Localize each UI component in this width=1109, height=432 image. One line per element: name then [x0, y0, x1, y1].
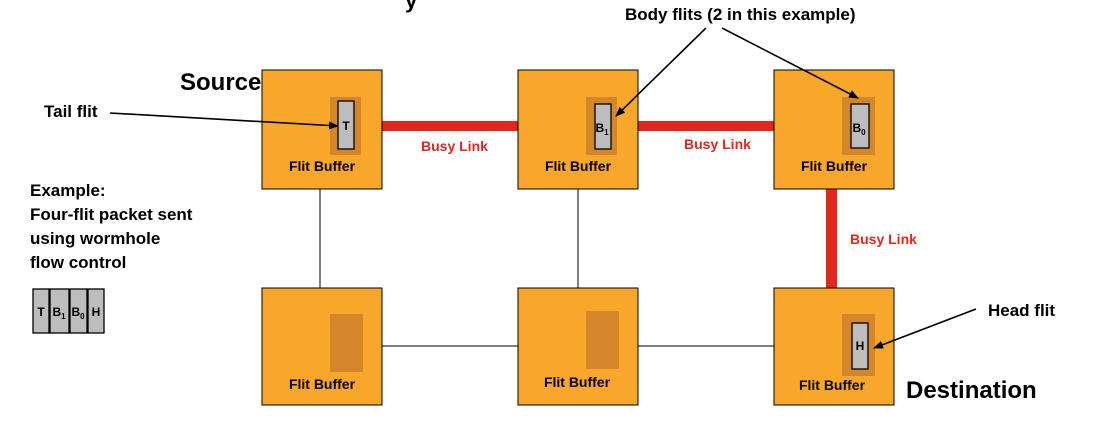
example-line-4: flow control — [30, 253, 126, 272]
svg-text:B1: B1 — [595, 121, 609, 137]
svg-text:H: H — [856, 339, 865, 353]
router-r2: B1 Flit Buffer — [517, 69, 639, 190]
flit-buffer-label-r2: Flit Buffer — [545, 158, 612, 174]
tail-flit-label: Tail flit — [44, 102, 98, 121]
packet-flit-letter-3: H — [92, 305, 101, 319]
packet-flit-sub-2: 0 — [80, 312, 85, 321]
example-line-1: Example: — [30, 181, 106, 200]
packet-flit-1 — [49, 288, 70, 334]
svg-text:T: T — [342, 119, 350, 133]
busy-link-label-2: Busy Link — [684, 136, 751, 152]
flit-buffer-label-r1: Flit Buffer — [289, 158, 356, 174]
svg-text:T: T — [37, 305, 45, 319]
svg-text:B0: B0 — [852, 121, 866, 137]
buffer-slot-r5 — [586, 311, 619, 369]
tail-flit-arrow — [109, 112, 339, 130]
flit-r3 — [850, 103, 870, 149]
router-r5: Flit Buffer — [517, 287, 639, 406]
body-flits-label: Body flits (2 in this example) — [625, 5, 856, 24]
head-flit-label: Head flit — [988, 301, 1055, 320]
head-flit-arrow — [873, 308, 977, 349]
flit-buffer-label-r6: Flit Buffer — [799, 377, 866, 393]
packet-flit-sub-1: 1 — [61, 312, 66, 321]
example-caption: Example: Four-flit packet sent using wor… — [30, 181, 193, 272]
flit-letter-r2: B — [595, 121, 604, 135]
busy-link-r1-r2 — [382, 121, 518, 131]
busy-link-r2-r3 — [638, 121, 774, 131]
packet-flits: T B1 B0 H — [32, 288, 105, 334]
destination-label: Destination — [906, 377, 1037, 404]
flit-letter-r6: H — [856, 339, 865, 353]
packet-flit-2 — [69, 288, 88, 334]
busy-link-label-1: Busy Link — [421, 138, 488, 154]
router-r4: Flit Buffer — [261, 287, 383, 406]
flit-r6 — [851, 322, 869, 370]
busy-link-label-3: Busy Link — [850, 231, 917, 247]
example-line-3: using wormhole — [30, 229, 160, 248]
flit-buffer-label-r5: Flit Buffer — [544, 374, 611, 390]
packet-flit-letter-0: T — [37, 305, 45, 319]
svg-text:H: H — [92, 305, 101, 319]
flit-buffer-label-r3: Flit Buffer — [801, 158, 868, 174]
packet-flit-letter-2: B — [71, 305, 80, 319]
router-r3: B0 Flit Buffer — [773, 69, 895, 190]
flit-r2 — [594, 103, 612, 150]
packet-flit-0 — [32, 288, 50, 334]
body-flit-arrow-b0 — [721, 27, 859, 99]
flit-letter-r3: B — [852, 121, 861, 135]
busy-link-r3-r6 — [826, 189, 837, 288]
packet-flit-letter-1: B — [52, 305, 61, 319]
source-label: Source — [180, 69, 261, 96]
example-line-2: Four-flit packet sent — [30, 205, 193, 224]
svg-text:B1: B1 — [52, 305, 66, 321]
title-fragment: y — [405, 0, 418, 13]
router-r1: T Flit Buffer — [261, 69, 383, 190]
flit-buffer-label-r4: Flit Buffer — [289, 376, 356, 392]
flit-sub-r3: 0 — [861, 128, 866, 137]
flit-sub-r2: 1 — [604, 128, 609, 137]
body-flit-arrow-b1 — [615, 27, 707, 117]
flit-letter-r1: T — [342, 119, 350, 133]
svg-text:B0: B0 — [71, 305, 85, 321]
buffer-slot-r4 — [330, 314, 363, 372]
packet-flit-3 — [87, 288, 105, 334]
